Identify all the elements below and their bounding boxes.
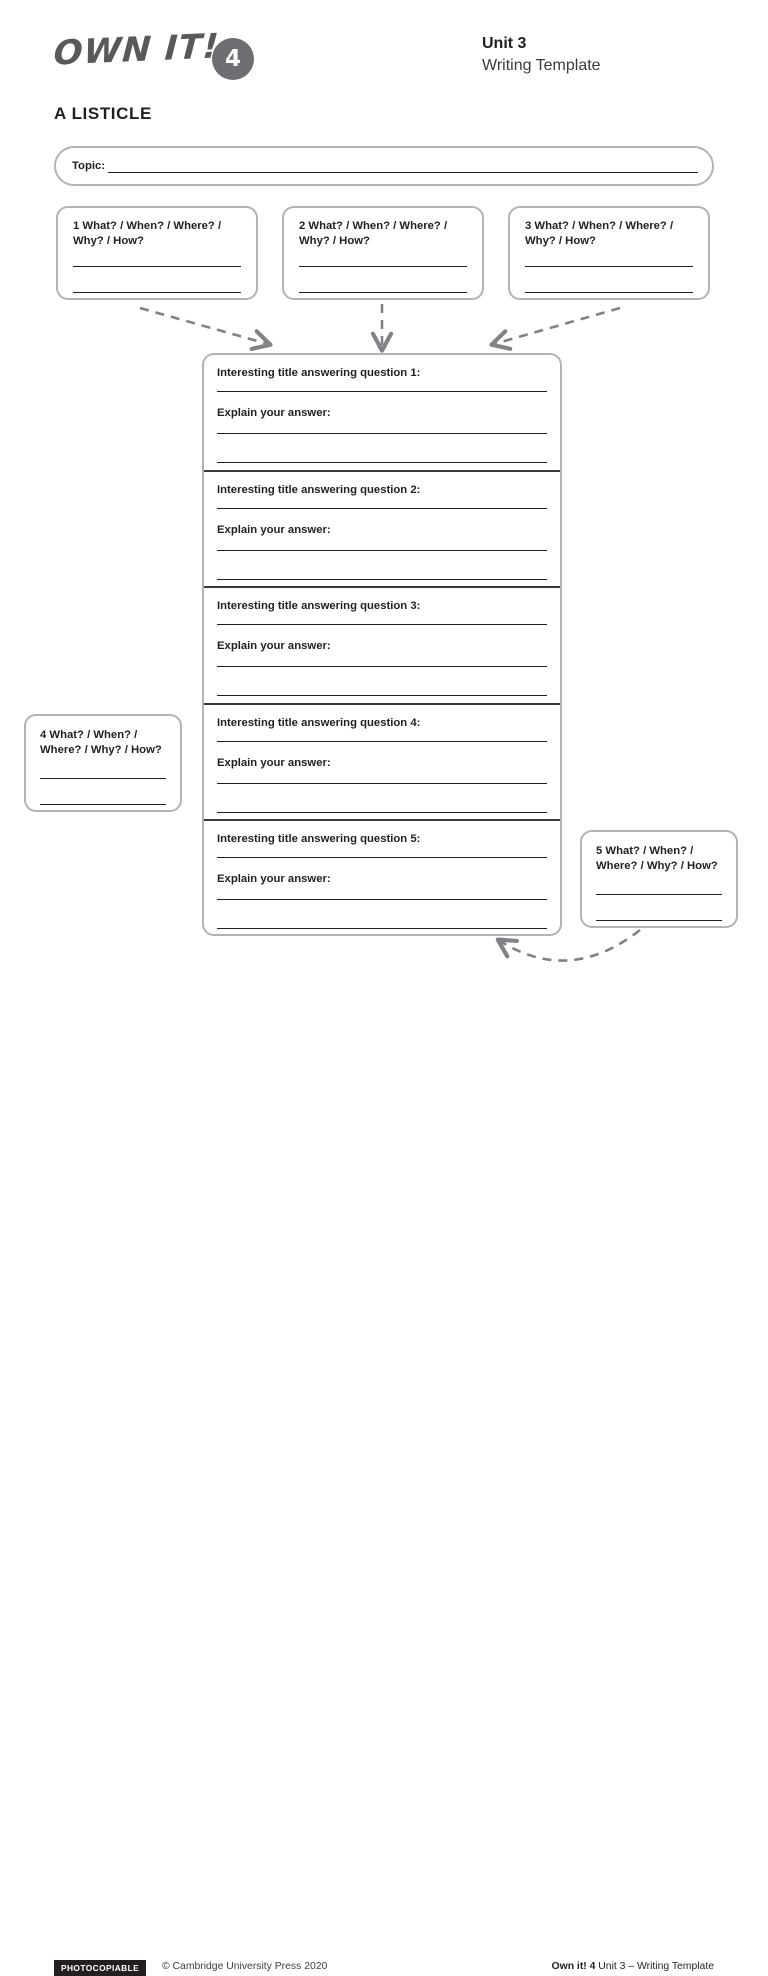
question-box-1: 1 What? / When? / Where? / Why? / How? (56, 206, 258, 300)
question-box-4: 4 What? / When? / Where? / Why? / How? (24, 714, 182, 812)
listicle-section-2: Interesting title answering question 2: … (204, 472, 560, 589)
question-box-5: 5 What? / When? / Where? / Why? / How? (580, 830, 738, 928)
section-2-explain-line-2[interactable] (217, 578, 547, 580)
page-footer: PHOTOCOPIABLE © Cambridge University Pre… (0, 978, 768, 1976)
question-box-2: 2 What? / When? / Where? / Why? / How? (282, 206, 484, 300)
question-box-5-line-2[interactable] (596, 920, 722, 921)
listicle-section-4: Interesting title answering question 4: … (204, 705, 560, 822)
section-1-explain-line-2[interactable] (217, 462, 547, 463)
section-3-explain-label: Explain your answer: (217, 640, 331, 653)
section-5-title: Interesting title answering question 5: (217, 833, 421, 846)
section-2-title-line[interactable] (217, 507, 547, 509)
header-unit-label: Unit 3 (482, 35, 527, 52)
question-box-5-line-1[interactable] (596, 894, 722, 895)
topic-box: Topic: (54, 146, 714, 186)
question-box-2-line-1[interactable] (299, 266, 467, 267)
arrow-box3-to-panel (489, 306, 621, 351)
question-box-2-line-2[interactable] (299, 292, 467, 293)
question-box-4-line-1[interactable] (40, 778, 166, 779)
section-4-title-line[interactable] (217, 740, 547, 742)
question-box-3-line-1[interactable] (525, 266, 693, 267)
section-4-explain-label: Explain your answer: (217, 756, 331, 769)
section-3-explain-line-1[interactable] (217, 666, 547, 668)
page-header: OWN IT! 4 Unit 3 Writing Template (0, 0, 768, 100)
section-3-title: Interesting title answering question 3: (217, 600, 421, 613)
footer-unit-reference: Unit 3 – Writing Template (598, 1961, 714, 1972)
section-4-explain-line-2[interactable] (217, 811, 547, 813)
arrow-box1-to-panel (139, 306, 273, 351)
section-3-title-line[interactable] (217, 624, 547, 626)
question-box-5-label: 5 What? / When? / Where? / Why? / How? (596, 845, 718, 872)
section-2-title: Interesting title answering question 2: (217, 483, 421, 496)
listicle-section-3: Interesting title answering question 3: … (204, 588, 560, 705)
footer-book-title: Own it! 4 (551, 1961, 596, 1972)
question-box-4-label: 4 What? / When? / Where? / Why? / How? (40, 729, 162, 756)
question-box-3-label: 3 What? / When? / Where? / Why? / How? (525, 220, 674, 247)
topic-row: Topic: (72, 158, 698, 173)
section-2-explain-label: Explain your answer: (217, 523, 331, 536)
section-1-title: Interesting title answering question 1: (217, 367, 421, 379)
question-box-1-line-2[interactable] (73, 292, 241, 293)
section-5-explain-line-2[interactable] (217, 928, 547, 930)
unit-number-badge: 4 (212, 38, 254, 80)
topic-label: Topic: (72, 160, 106, 172)
copyright-text: © Cambridge University Press 2020 (162, 1961, 328, 1972)
header-subtitle: Writing Template (482, 57, 601, 74)
section-5-explain-line-1[interactable] (217, 899, 547, 901)
section-5-title-line[interactable] (217, 857, 547, 859)
section-5-explain-label: Explain your answer: (217, 873, 331, 886)
question-box-1-line-1[interactable] (73, 266, 241, 267)
listicle-section-1: Interesting title answering question 1: … (204, 355, 560, 472)
topic-input-line[interactable] (108, 158, 698, 173)
photocopiable-badge: PHOTOCOPIABLE (54, 1960, 147, 1976)
page-title: A LISTICLE (54, 104, 152, 123)
footer-reference: Own it! 4 Unit 3 – Writing Template (552, 1961, 714, 1972)
section-2-explain-line-1[interactable] (217, 549, 547, 551)
question-box-1-label: 1 What? / When? / Where? / Why? / How? (73, 220, 222, 247)
section-1-explain-line-1[interactable] (217, 433, 547, 434)
section-1-explain-label: Explain your answer: (217, 407, 331, 419)
section-3-explain-line-2[interactable] (217, 695, 547, 697)
question-box-3: 3 What? / When? / Where? / Why? / How? (508, 206, 710, 300)
section-4-explain-line-1[interactable] (217, 782, 547, 784)
question-box-2-label: 2 What? / When? / Where? / Why? / How? (299, 220, 448, 247)
question-box-4-line-2[interactable] (40, 804, 166, 805)
listicle-section-5: Interesting title answering question 5: … (204, 821, 560, 938)
section-1-title-line[interactable] (217, 391, 547, 392)
listicle-panel: Interesting title answering question 1: … (202, 353, 562, 936)
brand-logo: OWN IT! (52, 26, 221, 74)
question-box-3-line-2[interactable] (525, 292, 693, 293)
section-4-title: Interesting title answering question 4: (217, 716, 421, 729)
